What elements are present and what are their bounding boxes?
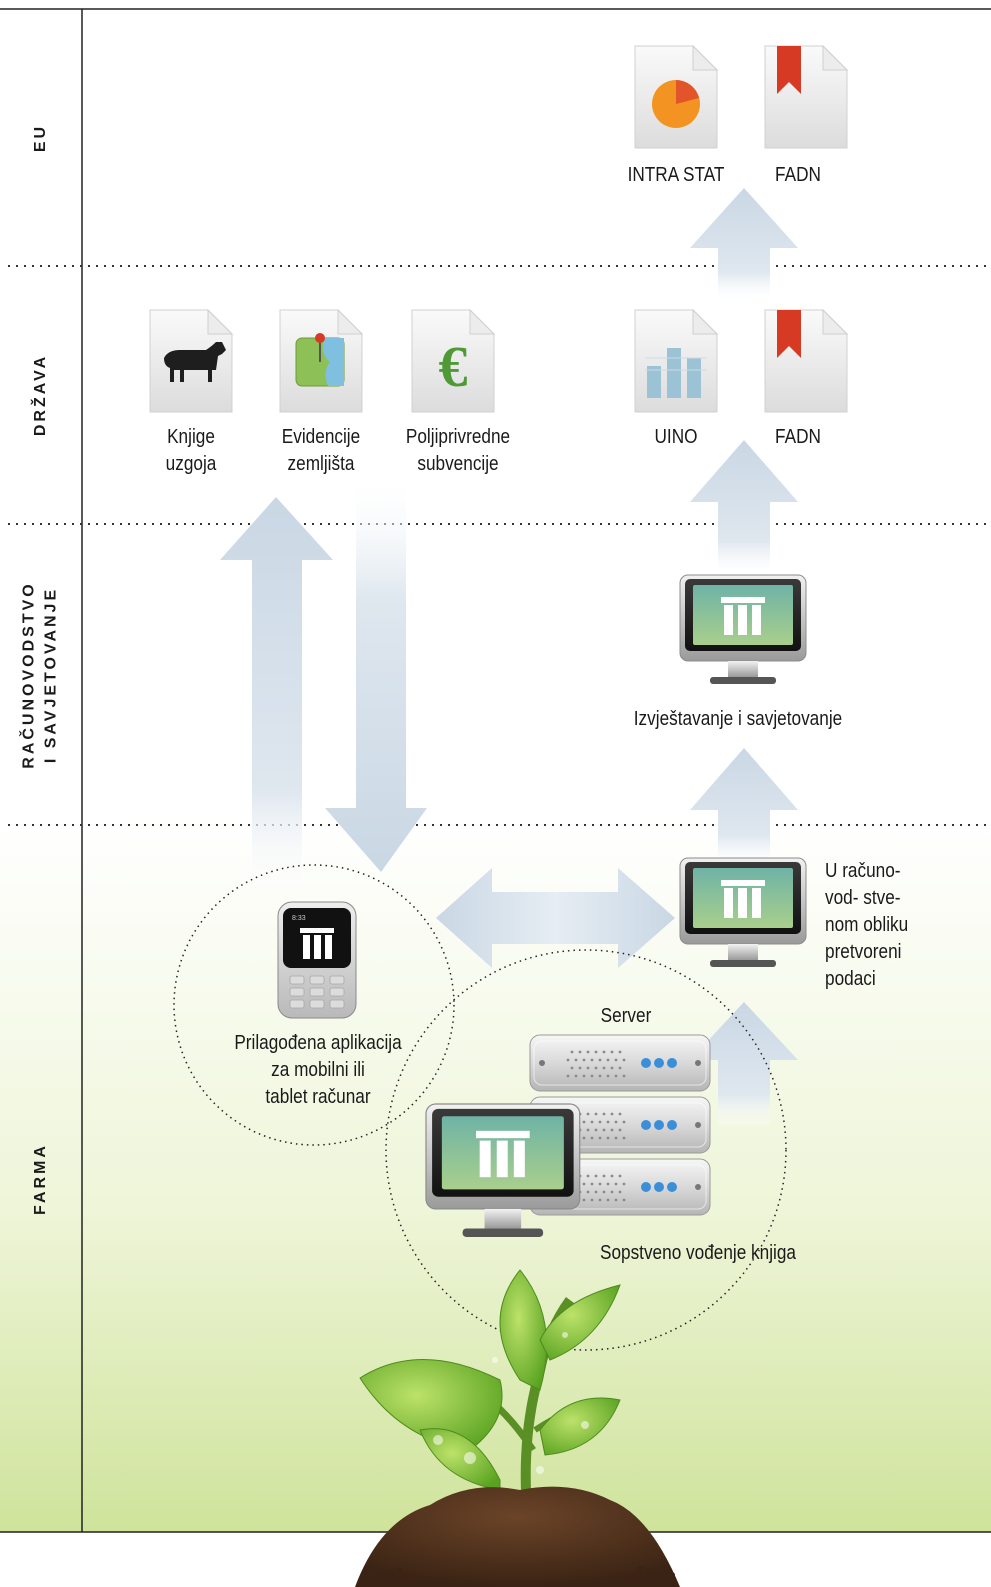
uino-chart-document-icon bbox=[634, 309, 718, 413]
arrow-down-state-to-mobile bbox=[325, 480, 427, 872]
mobile-line1: Prilagođena aplikacija bbox=[234, 1032, 402, 1054]
own-books-label: Sopstveno vođenje knjiga bbox=[599, 1242, 797, 1264]
converted-line4: pretvoreni bbox=[825, 941, 902, 963]
intra-stat-label: INTRA STAT bbox=[627, 164, 725, 186]
subvencije-euro-document-icon: € bbox=[411, 309, 495, 413]
server-label: Server bbox=[600, 1005, 652, 1027]
converted-line2: vod- stve- bbox=[825, 887, 901, 909]
poljoprivredne-subvencije-label: Poljiprivredne subvencije bbox=[394, 424, 523, 478]
evidencije-line1: Evidencije bbox=[281, 426, 361, 448]
arrow-double-mobile-converted bbox=[436, 868, 675, 968]
uino-label: UINO bbox=[654, 426, 698, 448]
band-label-farma: FARMA bbox=[0, 825, 82, 1532]
soil-mound-icon bbox=[355, 1486, 680, 1587]
band-drzava-text: DRŽAVA bbox=[32, 353, 50, 437]
knjige-uzgoja-label: Knjige uzgoja bbox=[139, 424, 242, 478]
arrow-up-server-to-converted bbox=[690, 1002, 798, 1125]
evidencije-line2: zemljišta bbox=[287, 453, 355, 475]
server-stack-icon bbox=[529, 1034, 711, 1216]
poljo-line2: subvencije bbox=[417, 453, 499, 475]
mobile-line3: tablet računar bbox=[265, 1086, 371, 1108]
band-label-drzava: DRŽAVA bbox=[0, 266, 82, 524]
converted-line1: U računo- bbox=[825, 860, 901, 882]
converted-line5: podaci bbox=[825, 968, 876, 990]
phone-time-label: 8:33 bbox=[292, 915, 306, 922]
arrow-up-fadn-to-eu bbox=[690, 188, 798, 300]
band-racunovodstvo-line1: RAČUNOVODSTVO bbox=[21, 580, 39, 769]
evidencije-zemljista-label: Evidencije zemljišta bbox=[269, 424, 372, 478]
band-eu-text: EU bbox=[31, 123, 49, 153]
poljo-line1: Poljiprivredne bbox=[405, 426, 511, 448]
arrow-up-converted-to-reporting bbox=[690, 748, 798, 865]
knjige-line2: uzgoja bbox=[165, 453, 217, 475]
band-racunovodstvo-line2: I SAVJETOVANJE bbox=[43, 586, 61, 763]
own-books-circle bbox=[385, 949, 787, 1351]
mobile-app-circle bbox=[173, 864, 455, 1146]
fadn-eu-label: FADN bbox=[775, 164, 821, 186]
fadn-drzava-label: FADN bbox=[775, 426, 821, 448]
fadn-drzava-document-icon bbox=[764, 309, 848, 413]
mobile-phone-icon: 8:33 bbox=[277, 901, 357, 1019]
band-farma-text: FARMA bbox=[31, 1142, 49, 1215]
reporting-monitor-icon bbox=[679, 574, 807, 685]
svg-text:€: € bbox=[439, 334, 468, 399]
evidencije-zemljista-document-icon bbox=[279, 309, 363, 413]
intra-stat-document-icon bbox=[634, 45, 718, 149]
converted-line3: nom obliku bbox=[825, 914, 909, 936]
plant-seedling-icon bbox=[359, 1269, 621, 1521]
fadn-eu-document-icon bbox=[764, 45, 848, 149]
knjige-line1: Knjige bbox=[167, 426, 215, 448]
knjige-uzgoja-document-icon bbox=[149, 309, 233, 413]
mobile-app-label: Prilagođena aplikacija za mobilni ili ta… bbox=[215, 1030, 421, 1111]
arrow-up-mobile-to-state bbox=[220, 497, 333, 890]
converted-data-label: U računo- vod- stve- nom obliku pretvore… bbox=[825, 858, 928, 993]
izvjestavanje-label: Izvještavanje i savjetovanje bbox=[633, 708, 843, 730]
arrow-up-racunovodstvo-to-drzava bbox=[690, 440, 798, 575]
band-label-eu: EU bbox=[0, 10, 82, 266]
mobile-line2: za mobilni ili bbox=[271, 1059, 365, 1081]
